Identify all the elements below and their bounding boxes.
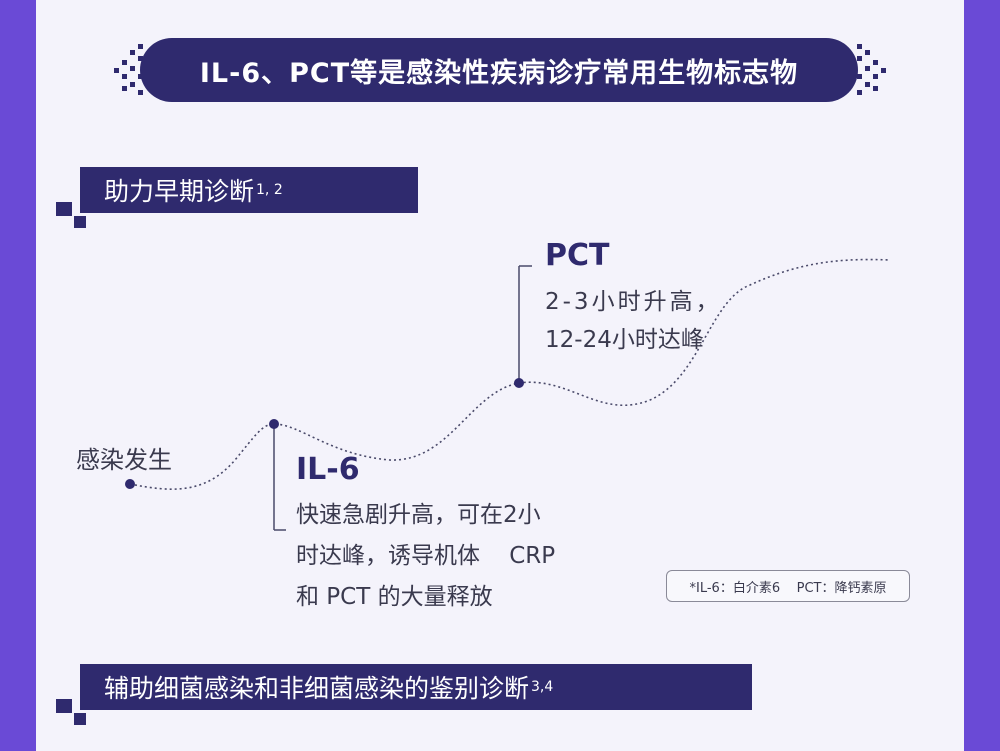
onset-point: [125, 479, 135, 489]
pct-name: PCT: [545, 238, 610, 273]
footnote-text: *IL-6：白介素6 PCT：降钙素原: [689, 580, 887, 596]
pct-point: [514, 378, 524, 388]
il6-desc-line3: 和 PCT 的大量释放: [296, 584, 493, 610]
il6-name: IL-6: [296, 452, 360, 487]
pct-desc-line2: 12-24小时达峰: [545, 327, 704, 353]
title-banner: IL-6、PCT等是感染性疾病诊疗常用生物标志物: [140, 38, 858, 102]
section2-label: 辅助细菌感染和非细菌感染的鉴别诊断: [104, 674, 530, 703]
pct-desc-line1: 2-3小时升高，: [545, 289, 722, 315]
il6-point: [269, 419, 279, 429]
section2-corner-deco: [56, 699, 86, 725]
section1-ref: 1, 2: [256, 182, 283, 198]
title-dots-right: [857, 44, 886, 95]
section1-corner-deco: [56, 202, 86, 228]
abbreviation-footnote: *IL-6：白介素6 PCT：降钙素原: [666, 570, 910, 602]
biomarker-curve: [129, 258, 891, 490]
il6-desc-line2: 时达峰，诱导机体 CRP: [296, 543, 556, 569]
section2-ref: 3,4: [531, 679, 554, 695]
content-panel: [36, 0, 964, 751]
onset-label: 感染发生: [76, 446, 172, 474]
page-title: IL-6、PCT等是感染性疾病诊疗常用生物标志物: [199, 57, 799, 89]
section1-label: 助力早期诊断: [104, 177, 255, 206]
il6-desc-line1: 快速急剧升高，可在2小: [296, 502, 541, 528]
